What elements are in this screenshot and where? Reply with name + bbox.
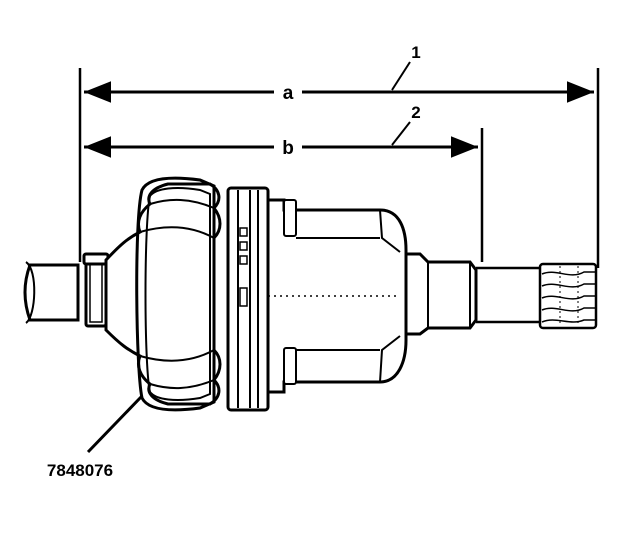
dimension-b-label: b <box>282 138 294 159</box>
cv-boot <box>104 176 222 412</box>
dimension-b: b <box>84 128 484 262</box>
stub-shaft <box>404 252 540 336</box>
tool-number-label: 7848076 <box>47 461 113 480</box>
dimension-a-label: a <box>283 83 294 104</box>
splined-end <box>538 262 598 330</box>
joint-housing-rings <box>226 186 270 412</box>
callout-1-label: 1 <box>411 43 420 62</box>
left-axle-shaft <box>23 252 110 328</box>
dimension-a: a <box>78 68 600 268</box>
tool-callout: 7848076 <box>47 394 144 480</box>
callout-2: 2 <box>391 103 421 146</box>
tripod-housing <box>266 198 408 394</box>
callout-2-label: 2 <box>411 103 420 122</box>
callout-1: 1 <box>391 43 421 91</box>
